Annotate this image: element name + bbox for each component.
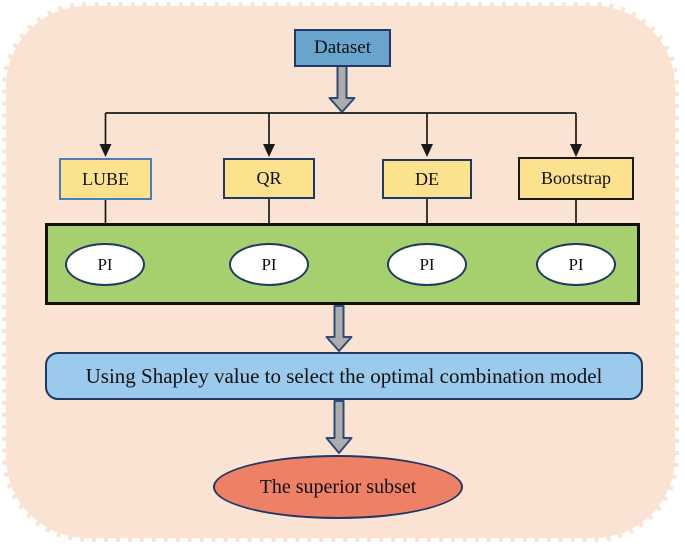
pi-label-1: PI [97,254,113,274]
shapley-selection-box: Using Shapley value to select the optima… [45,352,643,400]
method-box-bootstrap: Bootstrap [518,157,634,200]
pi-ellipse-3: PI [387,243,467,286]
method-label-de: DE [415,168,439,189]
method-box-lube: LUBE [59,158,152,200]
pi-ellipse-4: PI [536,243,616,286]
pi-ellipse-2: PI [229,243,309,286]
method-label-lube: LUBE [82,168,129,189]
dataset-box: Dataset [294,29,391,67]
result-ellipse: The superior subset [213,455,463,519]
dataset-label: Dataset [314,37,371,58]
method-box-qr: QR [223,158,315,199]
pi-label-3: PI [419,254,435,274]
pi-ellipse-1: PI [65,243,145,286]
shapley-label: Using Shapley value to select the optima… [85,363,603,388]
method-label-bootstrap: Bootstrap [541,168,611,188]
method-label-qr: QR [256,168,282,188]
method-box-de: DE [382,159,472,199]
pi-label-2: PI [261,254,277,274]
result-label: The superior subset [259,475,417,498]
pi-label-4: PI [568,254,584,274]
